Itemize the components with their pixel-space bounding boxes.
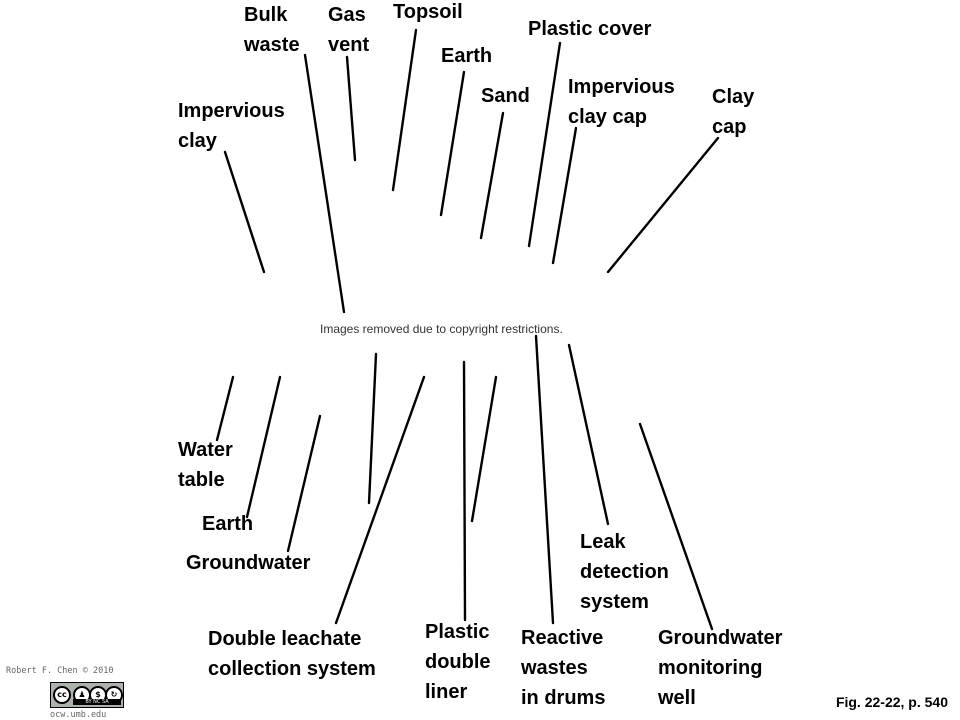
label-impervious-clay-cap: Impervious clay cap bbox=[568, 76, 675, 128]
label-gas-vent: Gas vent bbox=[328, 4, 370, 56]
credit-author: Robert F. Chen © 2010 bbox=[6, 666, 114, 676]
leader-topsoil bbox=[391, 28, 418, 192]
leader-double-leachate-branch bbox=[367, 352, 378, 505]
label-groundwater: Groundwater bbox=[186, 552, 311, 574]
leader-groundwater bbox=[286, 414, 322, 553]
credit-site: ocw.umb.edu bbox=[50, 710, 107, 720]
leader-gas-vent bbox=[345, 55, 357, 162]
leader-plastic-liner-branch bbox=[470, 375, 498, 523]
label-sand: Sand bbox=[481, 85, 530, 107]
label-topsoil: Topsoil bbox=[393, 1, 463, 23]
leader-sand bbox=[479, 111, 505, 240]
leader-clay-cap bbox=[606, 136, 720, 274]
leader-bulk-waste bbox=[303, 53, 346, 314]
label-earth-top: Earth bbox=[441, 45, 493, 67]
label-leak-detection: Leak detection system bbox=[580, 531, 669, 613]
leader-water-table bbox=[215, 375, 235, 442]
label-water-table: Water table bbox=[178, 439, 233, 491]
leader-earth-top bbox=[439, 70, 466, 217]
label-double-leachate: Double leachate collection system bbox=[208, 628, 376, 680]
leader-impervious-clay bbox=[223, 150, 266, 274]
license-text: BY NC SA bbox=[73, 699, 121, 705]
leader-double-leachate-main bbox=[334, 375, 426, 625]
cc-icon: cc bbox=[53, 686, 71, 704]
leader-earth-bottom bbox=[245, 375, 282, 519]
label-bulk-waste: Bulk waste bbox=[244, 4, 300, 56]
leader-leak-detection bbox=[567, 343, 610, 526]
cc-license-badge: cc ♟ $ ↻ BY NC SA bbox=[50, 682, 124, 708]
label-plastic-double-liner: Plastic double liner bbox=[425, 621, 491, 703]
label-plastic-cover: Plastic cover bbox=[528, 18, 652, 40]
label-earth-bottom: Earth bbox=[202, 513, 254, 535]
figure-caption: Fig. 22-22, p. 540 bbox=[835, 694, 948, 710]
leader-reactive-wastes bbox=[534, 334, 555, 625]
label-clay-cap: Clay cap bbox=[712, 86, 755, 138]
copyright-notice: Images removed due to copyright restrict… bbox=[320, 322, 563, 336]
label-groundwater-monitoring-well: Groundwater monitoring well bbox=[658, 627, 783, 709]
label-reactive-wastes: Reactive wastes in drums bbox=[521, 627, 606, 709]
leader-plastic-liner-main bbox=[462, 360, 467, 622]
leader-impervious-clay-cap bbox=[551, 126, 578, 265]
leader-plastic-cover bbox=[527, 41, 562, 248]
leader-groundwater-well bbox=[638, 422, 714, 631]
label-impervious-clay: Impervious clay bbox=[178, 100, 285, 152]
